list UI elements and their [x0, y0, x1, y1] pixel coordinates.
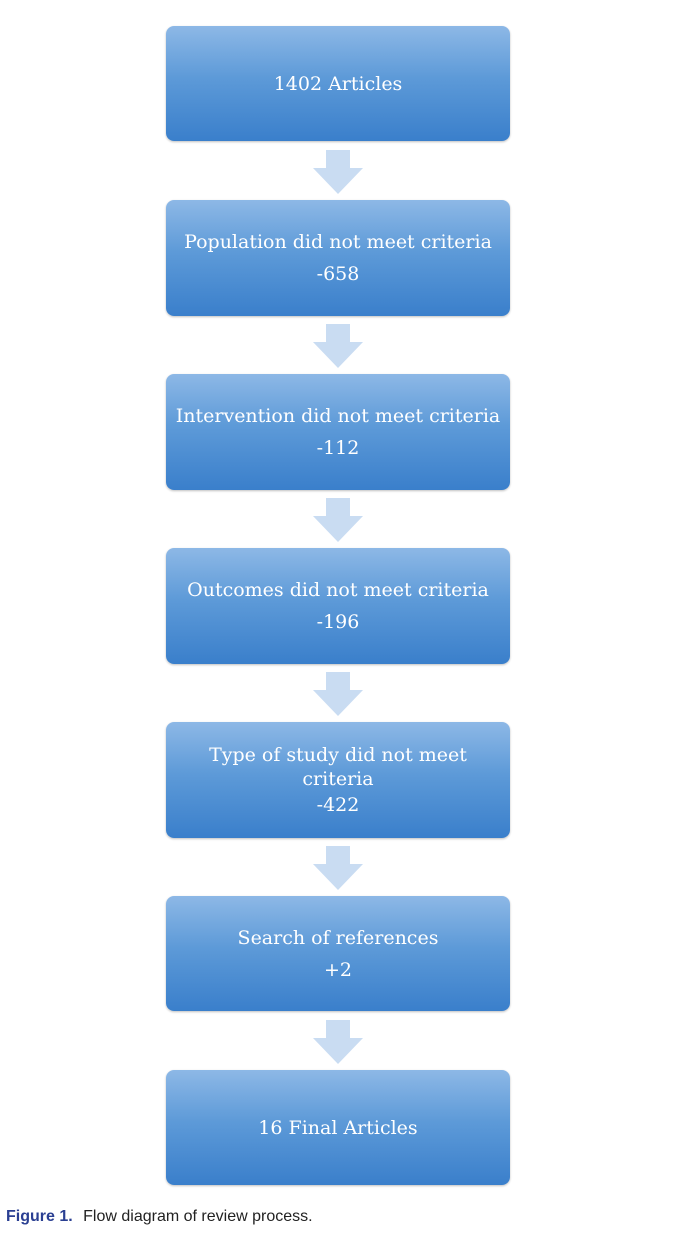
flow-step-final-articles: 16 Final Articles	[166, 1070, 510, 1185]
flow-step-population: Population did not meet criteria -658	[166, 200, 510, 316]
flow-step-intervention: Intervention did not meet criteria -112	[166, 374, 510, 490]
step-label: Outcomes did not meet criteria	[187, 579, 489, 601]
flow-step-study-type: Type of study did not meet criteria -422	[166, 722, 510, 838]
step-count: -112	[316, 437, 360, 459]
step-count: -422	[316, 794, 360, 816]
down-arrow-icon	[313, 672, 363, 716]
step-label: Search of references	[237, 926, 439, 949]
flow-step-references: Search of references +2	[166, 896, 510, 1011]
step-count: -658	[316, 263, 360, 285]
down-arrow-icon	[313, 498, 363, 542]
step-label: Intervention did not meet criteria	[175, 405, 501, 427]
step-label: Type of study did not meet criteria	[209, 744, 467, 790]
down-arrow-icon	[313, 1020, 363, 1064]
down-arrow-icon	[313, 324, 363, 368]
down-arrow-icon	[313, 150, 363, 194]
flow-step-articles-start: 1402 Articles	[166, 26, 510, 141]
step-count: -196	[316, 611, 360, 633]
step-count: +2	[323, 958, 352, 981]
step-label: Population did not meet criteria	[184, 231, 492, 253]
figure-caption-label: Figure 1.	[6, 1208, 73, 1225]
figure-caption: Figure 1. Flow diagram of review process…	[6, 1208, 313, 1226]
figure-caption-text: Flow diagram of review process.	[83, 1208, 313, 1225]
down-arrow-icon	[313, 846, 363, 890]
step-label: 1402 Articles	[273, 72, 403, 95]
step-label: 16 Final Articles	[258, 1116, 418, 1139]
flow-step-outcomes: Outcomes did not meet criteria -196	[166, 548, 510, 664]
